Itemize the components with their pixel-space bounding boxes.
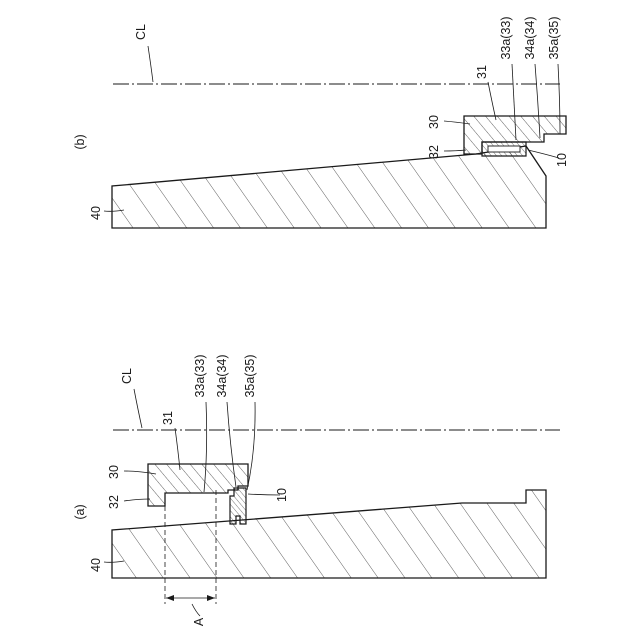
dim-a-leader	[192, 604, 200, 616]
label-35a-a: 35a(35)	[243, 354, 257, 397]
label-34a-b: 34a(34)	[523, 16, 537, 59]
leader-32-b	[444, 150, 466, 151]
label-10-b: 10	[555, 153, 569, 167]
figure-b-caption: (b)	[73, 134, 87, 149]
center-line-label-b: CL	[134, 24, 148, 40]
base-40-a	[112, 490, 546, 578]
figure-a-caption: (a)	[73, 504, 87, 519]
label-32-a: 32	[107, 495, 121, 509]
dim-a-arrow-right	[207, 595, 215, 601]
label-33a-b: 33a(33)	[499, 16, 513, 59]
dim-a-arrow-left	[166, 595, 174, 601]
label-31-b: 31	[475, 65, 489, 79]
figure-a: (a) CL 40 30 31 32 10 33a(33) 34a(34) 35…	[73, 354, 560, 626]
base-40-b	[112, 146, 546, 228]
center-line-leader-b	[148, 46, 153, 82]
label-33a-a: 33a(33)	[193, 354, 207, 397]
label-34a-a: 34a(34)	[215, 354, 229, 397]
label-40-a: 40	[89, 558, 103, 572]
label-31-a: 31	[161, 411, 175, 425]
center-line-label-a: CL	[120, 368, 134, 384]
component-10-b-inner	[488, 146, 520, 152]
label-30-a: 30	[107, 465, 121, 479]
figure-b: (b) CL 40 30 31 32 10 33a(33) 34a(34) 35…	[73, 16, 569, 228]
label-30-b: 30	[427, 115, 441, 129]
label-40-b: 40	[89, 206, 103, 220]
leader-31-b	[488, 82, 496, 120]
label-35a-b: 35a(35)	[547, 16, 561, 59]
center-line-leader-a	[134, 389, 142, 428]
component-10-a	[230, 488, 246, 524]
label-32-b: 32	[427, 145, 441, 159]
leader-32-a	[124, 499, 150, 501]
dim-a-label: A	[192, 617, 206, 626]
